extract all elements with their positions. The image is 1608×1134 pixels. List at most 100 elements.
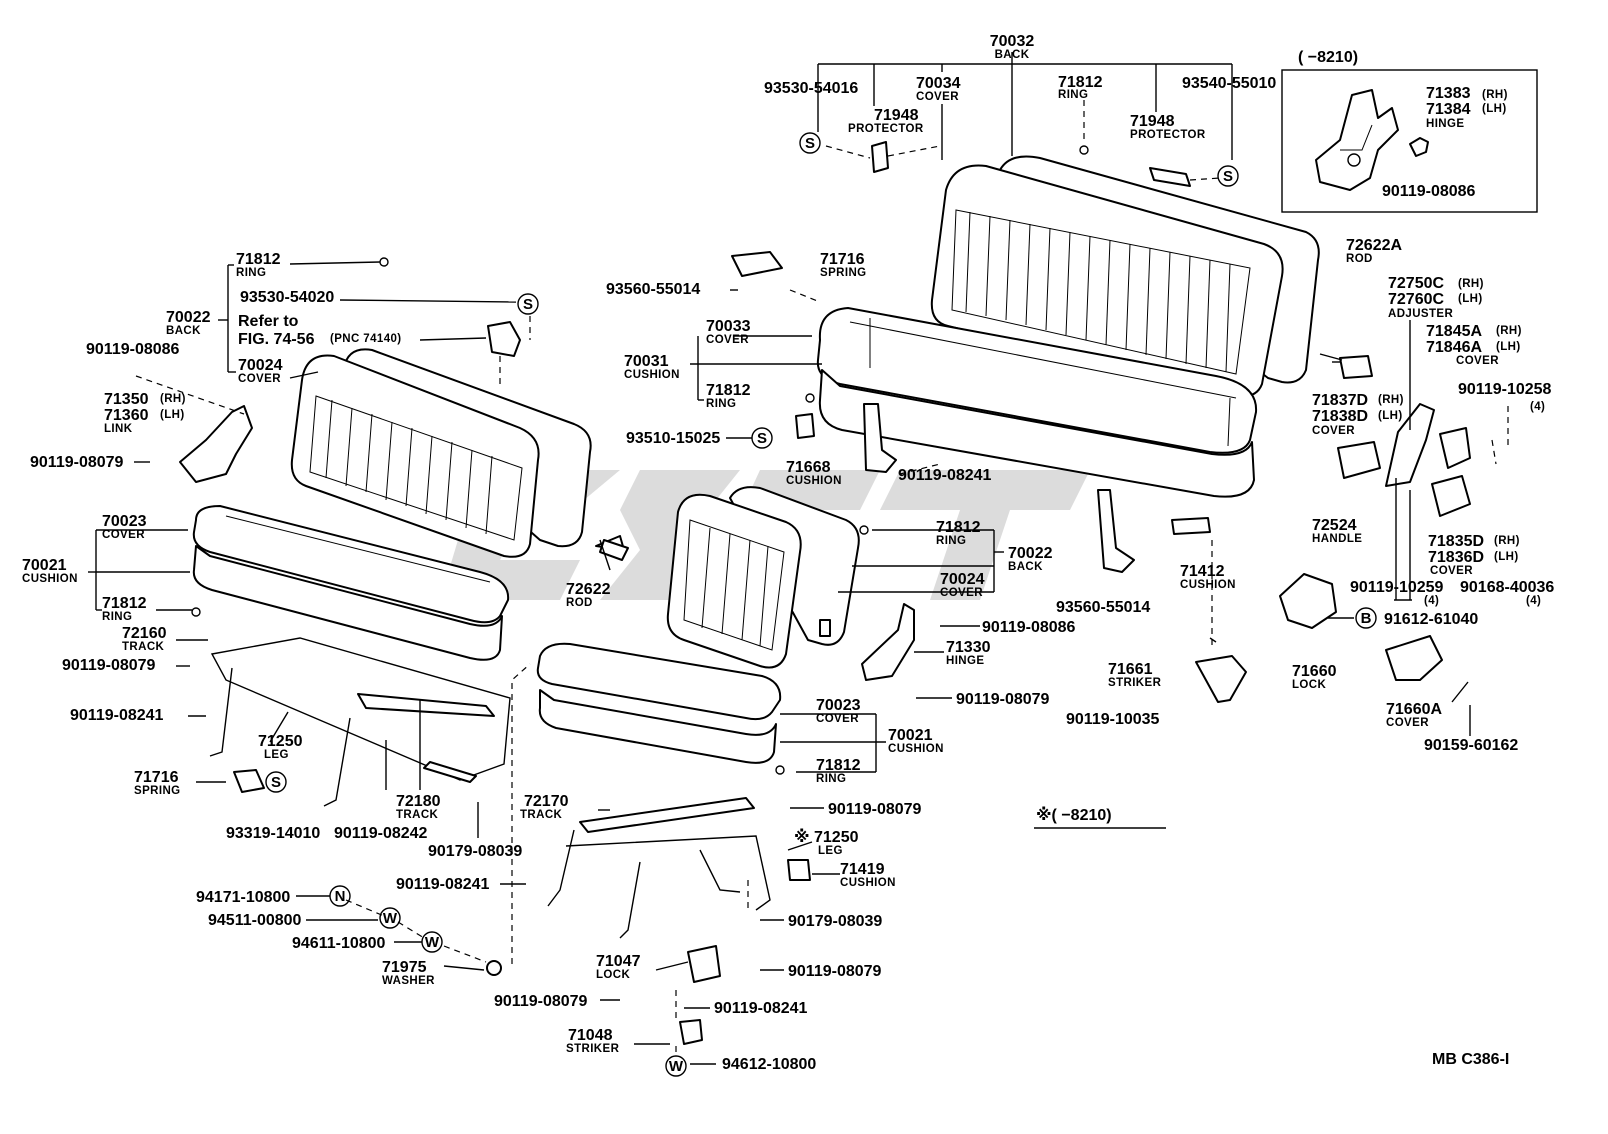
label-72180-name: TRACK [396,809,439,821]
label-71846A-lh: (LH) [1496,341,1521,353]
label-90119-10259: 90119-10259 [1350,579,1444,596]
label-71838D: 71838D [1312,408,1368,425]
label-90119-08079-l2: 90119-08079 [62,657,156,674]
label-fig-74-56: FIG. 74-56 [238,331,315,348]
symbol-s-1: S [799,132,821,154]
small-parts [179,141,1471,1045]
label-71812-left: 71812 [236,251,281,268]
label-72760C: 72760C [1388,291,1444,308]
label-90119-08086-left: 90119-08086 [86,341,180,358]
label-72160-name: TRACK [122,641,165,653]
rear-bench-seat-drawing [816,155,1320,573]
label-71661: 71661 [1108,661,1153,678]
label-90119-08086-c: 90119-08086 [982,619,1076,636]
label-cover-71845: COVER [1456,355,1499,367]
label-71812-c-name: RING [936,535,966,547]
svg-text:B: B [1361,610,1372,627]
label-90119-08086-box: 90119-08086 [1382,183,1476,200]
label-71047-name: LOCK [596,969,630,981]
label-71716-l: 71716 [134,769,179,786]
label-71812-c2-name: RING [816,773,846,785]
label-93530-54016: 93530-54016 [764,80,858,97]
label-quantity-4-a: (4) [1530,401,1545,413]
label-71660-name: LOCK [1292,679,1326,691]
label-72160: 72160 [122,625,167,642]
center-seat-drawing [536,486,860,939]
label-71716-l-name: SPRING [134,785,181,797]
label-71330: 71330 [946,639,991,656]
label-72622A-name: ROD [1346,253,1373,265]
label-72180: 72180 [396,793,441,810]
label-71250-c-name: LEG [818,845,843,857]
label-71845A-rh: (RH) [1496,325,1522,337]
label-71812-left2: 71812 [102,595,147,612]
symbol-w-1: W [379,907,401,929]
label-90119-08241-c: 90119-08241 [396,876,490,893]
label-hinge-box: HINGE [1426,118,1464,130]
label-71350-rh: (RH) [160,393,186,405]
label-71350: 71350 [104,391,149,408]
label-93510-15025: 93510-15025 [626,430,720,447]
symbol-s-4: S [751,427,773,449]
label-71250-c: ※ 71250 [794,828,859,846]
label-90119-08242: 90119-08242 [334,825,428,842]
label-70023-left: 70023 [102,513,147,530]
label-71250-l-name: LEG [264,749,289,761]
label-70024-c-name: COVER [940,587,983,599]
label-70021-c: 70021 [888,727,933,744]
label-70023-c: 70023 [816,697,861,714]
hinge-part-drawing [1315,89,1399,191]
label-70024-c: 70024 [940,571,985,588]
label-71660A-name: COVER [1386,717,1429,729]
label-90119-10035: 90119-10035 [1066,711,1160,728]
label-71383-rh: (RH) [1482,89,1508,101]
circled-symbols: S S S S S B N W W W [265,132,1377,1077]
svg-text:S: S [271,774,281,791]
left-back-ribs [325,399,493,535]
label-quantity-4-c: (4) [1526,595,1541,607]
label-71846A: 71846A [1426,339,1482,356]
label-71948-right-name: PROTECTOR [1130,129,1206,141]
label-71836D: 71836D [1428,549,1484,566]
label-93560-55014-r: 93560-55014 [1056,599,1150,616]
label-90119-08079-c2: 90119-08079 [828,801,922,818]
label-72622-name: ROD [566,597,593,609]
label-70034-name: COVER [916,91,959,103]
label-71948-right: 71948 [1130,113,1175,130]
label-94511-00800: 94511-00800 [208,912,302,929]
svg-text:S: S [523,296,533,313]
label-90119-08241-mid: 90119-08241 [898,467,992,484]
label-71716-top: 71716 [820,251,865,268]
label-90119-08079-c4: 90119-08079 [494,993,588,1010]
label-70033-name: COVER [706,334,749,346]
label-71948-left-name: PROTECTOR [848,123,924,135]
symbol-s-5: S [265,771,287,793]
label-71838D-lh: (LH) [1378,410,1403,422]
left-bench-seat-drawing [192,348,592,807]
label-71837D: 71837D [1312,392,1368,409]
label-70021-left: 70021 [22,557,67,574]
leader-lines [88,52,1509,1065]
symbol-b: B [1355,607,1377,629]
label-72622: 72622 [566,581,611,598]
label-71660A: 71660A [1386,701,1442,718]
label-71975: 71975 [382,959,427,976]
label-90179-08039-c: 90179-08039 [788,913,882,930]
label-71047: 71047 [596,953,641,970]
label-94612-10800: 94612-10800 [722,1056,816,1073]
label-refer-to: Refer to [238,313,299,330]
label-71812-left2-name: RING [102,611,132,623]
label-cover-71837: COVER [1312,425,1355,437]
label-70022-left: 70022 [166,309,211,326]
label-71812-c: 71812 [936,519,981,536]
label-71948-left: 71948 [874,107,919,124]
svg-text:S: S [805,135,815,152]
label-90119-08241-c2: 90119-08241 [714,1000,808,1017]
label-71812-top: 71812 [1058,74,1103,91]
label-90119-08079-c3: 90119-08079 [788,963,882,980]
label-71812-mid: 71812 [706,382,751,399]
label-94171-10800: 94171-10800 [196,889,290,906]
label-90168-40036: 90168-40036 [1460,579,1554,596]
label-71812-left-name: RING [236,267,266,279]
